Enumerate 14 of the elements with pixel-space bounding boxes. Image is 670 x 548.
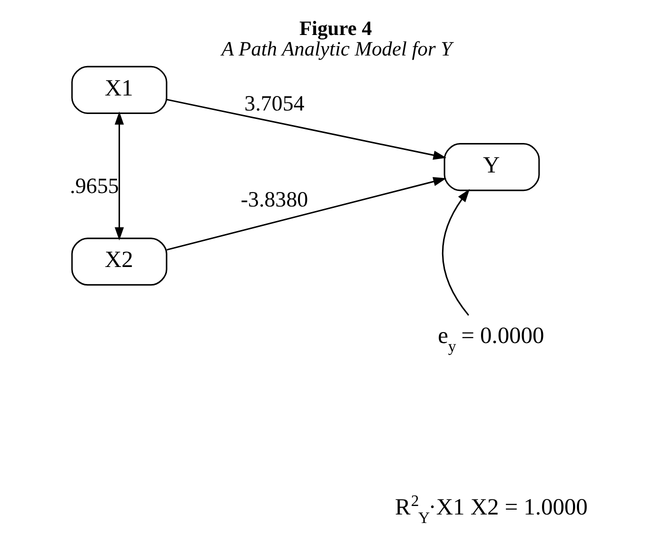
arrow: [166, 177, 446, 251]
node-box: Y: [444, 143, 540, 192]
arrow: [442, 189, 470, 316]
caption: A Path Analytic Model for Y: [222, 38, 452, 60]
node-box: X2: [71, 238, 168, 286]
arrow: [114, 111, 124, 240]
edge-label: .9655: [70, 174, 119, 198]
node-text: e$_{y}$ = 0.0000: [438, 322, 544, 356]
edge-label: 3.7054: [244, 91, 304, 116]
node-box: X1: [71, 66, 168, 114]
diagram-title: Figure 4: [299, 18, 372, 40]
label: R$^{2}$$_{Y}$·X1 X2 = 1.0000: [395, 493, 588, 528]
edge-label: -3.8380: [240, 187, 308, 212]
arrow: [166, 98, 446, 160]
